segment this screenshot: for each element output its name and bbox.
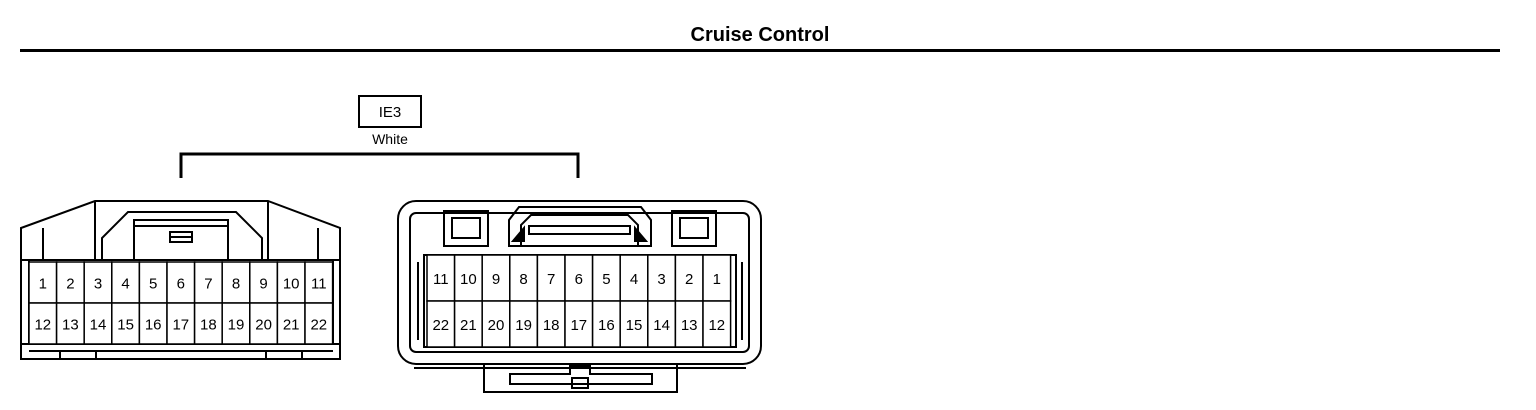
male-terminal-number: 16 <box>598 317 615 334</box>
male-terminal-number: 22 <box>432 317 449 334</box>
male-terminal-number: 21 <box>460 317 477 334</box>
female-terminal-number: 7 <box>204 276 212 293</box>
female-terminal-number: 6 <box>177 276 185 293</box>
female-terminal-number: 14 <box>90 317 107 334</box>
male-terminal-cell <box>702 300 732 348</box>
male-terminal-number: 4 <box>630 271 638 288</box>
female-terminal-number: 8 <box>232 276 240 293</box>
female-terminal-cell <box>138 302 168 345</box>
connector-bracket <box>179 152 580 178</box>
female-terminal-number: 22 <box>310 317 327 334</box>
female-terminal-number: 10 <box>283 276 300 293</box>
female-terminal-number: 19 <box>228 317 245 334</box>
male-terminal-cell <box>536 300 566 348</box>
male-terminal-cell <box>564 300 594 348</box>
male-terminal-cell <box>674 254 704 302</box>
female-terminal-cell <box>28 302 58 345</box>
female-terminal-number: 12 <box>34 317 51 334</box>
male-terminal-cell <box>674 300 704 348</box>
female-terminal-number: 4 <box>121 276 129 293</box>
female-terminal-cell <box>83 261 113 304</box>
female-terminal-number: 2 <box>66 276 74 293</box>
female-terminal-number: 5 <box>149 276 157 293</box>
male-terminal-number: 3 <box>657 271 665 288</box>
title-divider <box>20 49 1500 52</box>
male-terminal-number: 1 <box>713 271 721 288</box>
female-terminal-cell <box>304 261 334 304</box>
female-terminal-cell <box>304 302 334 345</box>
male-terminal-number: 2 <box>685 271 693 288</box>
male-terminal-number: 10 <box>460 271 477 288</box>
male-terminal-cell <box>564 254 594 302</box>
female-terminal-cell <box>166 302 196 345</box>
female-terminal-number: 17 <box>172 317 189 334</box>
male-terminal-cell <box>426 300 456 348</box>
male-terminal-number: 14 <box>653 317 670 334</box>
female-terminal-number: 11 <box>311 276 327 293</box>
female-terminal-cell <box>138 261 168 304</box>
female-terminal-number: 13 <box>62 317 79 334</box>
connector-code-label: IE3 <box>379 104 402 121</box>
male-terminal-number: 11 <box>433 271 449 288</box>
male-terminal-number: 17 <box>570 317 587 334</box>
connector-color-label: White <box>372 131 408 147</box>
male-terminal-cell <box>619 300 649 348</box>
male-terminal-cell <box>509 254 539 302</box>
male-terminal-number: 20 <box>488 317 505 334</box>
male-terminal-cell <box>647 300 677 348</box>
page-title: Cruise Control <box>690 24 830 46</box>
female-terminal-cell <box>83 302 113 345</box>
male-terminal-number: 7 <box>547 271 555 288</box>
female-terminal-cell <box>193 302 223 345</box>
male-terminal-number: 9 <box>492 271 500 288</box>
male-terminal-cell <box>536 254 566 302</box>
male-terminal-number: 13 <box>681 317 698 334</box>
female-terminal-cell <box>249 261 279 304</box>
female-terminal-cell <box>193 261 223 304</box>
female-terminal-cell <box>276 261 306 304</box>
female-terminal-number: 3 <box>94 276 102 293</box>
male-terminal-number: 5 <box>602 271 610 288</box>
male-terminal-number: 19 <box>515 317 532 334</box>
female-terminal-cell <box>55 302 85 345</box>
male-terminal-number: 18 <box>543 317 560 334</box>
male-terminal-number: 8 <box>519 271 527 288</box>
female-terminal-cell <box>276 302 306 345</box>
connector-code-box <box>358 95 422 128</box>
male-terminal-number: 6 <box>575 271 583 288</box>
male-terminal-number: 12 <box>708 317 725 334</box>
male-terminal-cell <box>702 254 732 302</box>
female-terminal-number: 21 <box>283 317 300 334</box>
male-terminal-cell <box>591 300 621 348</box>
female-terminal-number: 1 <box>39 276 47 293</box>
female-terminal-number: 20 <box>255 317 272 334</box>
female-terminal-number: 9 <box>259 276 267 293</box>
female-terminal-cell <box>249 302 279 345</box>
female-terminal-number: 15 <box>117 317 134 334</box>
male-terminal-cell <box>453 300 483 348</box>
male-terminal-number: 15 <box>626 317 643 334</box>
male-terminal-cell <box>509 300 539 348</box>
female-terminal-number: 16 <box>145 317 162 334</box>
female-terminal-number: 18 <box>200 317 217 334</box>
